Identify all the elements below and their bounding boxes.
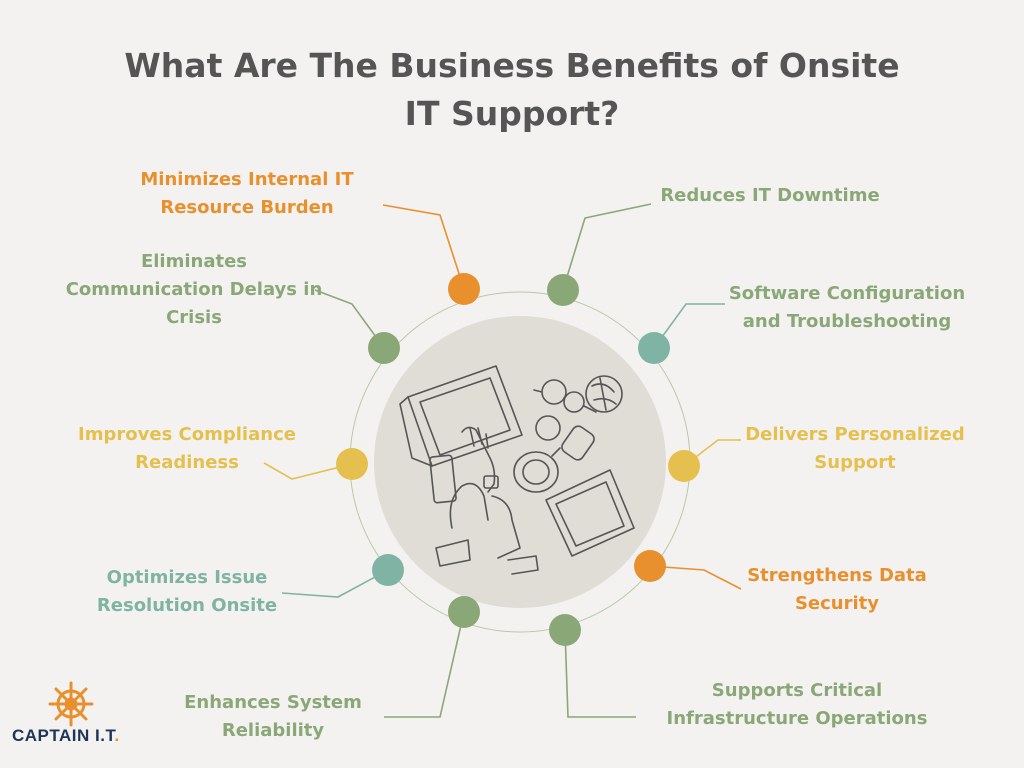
logo-name: CAPTAIN I.T (12, 726, 115, 745)
connector-line (281, 569, 389, 598)
ship-wheel-icon (48, 681, 94, 727)
node-dot (638, 332, 670, 364)
connector-line (649, 565, 742, 590)
benefit-label: Improves Compliance Readiness (78, 424, 296, 473)
node-dot (448, 596, 480, 628)
node-dot (634, 550, 666, 582)
connector-line (314, 289, 385, 349)
node-dot (549, 614, 581, 646)
connector-line (382, 204, 465, 290)
page-title: What Are The Business Benefits of Onsite… (124, 46, 900, 133)
company-logo: CAPTAIN I.T. (12, 726, 120, 746)
benefit-label: Minimizes Internal IT Resource Burden (140, 169, 354, 218)
benefit-label: Enhances System Reliability (184, 692, 362, 741)
connector-line (384, 611, 465, 718)
benefit-label: Delivers Personalized Support (745, 424, 965, 473)
node-dot (372, 554, 404, 586)
connector-line (263, 462, 353, 480)
benefit-label: Optimizes Issue Resolution Onsite (96, 567, 278, 616)
connector-line (564, 629, 636, 718)
benefit-label: Eliminates Communication Delays in Crisi… (65, 251, 323, 328)
connector-line (653, 303, 725, 349)
node-dot (448, 273, 480, 305)
node-dot (336, 448, 368, 480)
benefit-label: Supports Critical Infrastructure Operati… (666, 680, 928, 729)
logo-dot: . (114, 726, 120, 745)
center-circle (374, 316, 666, 608)
node-dot (547, 274, 579, 306)
connector-line (562, 203, 652, 291)
benefit-label: Strengthens Data Security (747, 565, 927, 614)
node-dot (668, 450, 700, 482)
laptop-desk-illustration (399, 365, 635, 575)
node-dot (368, 332, 400, 364)
benefit-label: Reduces IT Downtime (660, 185, 880, 206)
benefit-label: Software Configuration and Troubleshooti… (728, 283, 966, 332)
